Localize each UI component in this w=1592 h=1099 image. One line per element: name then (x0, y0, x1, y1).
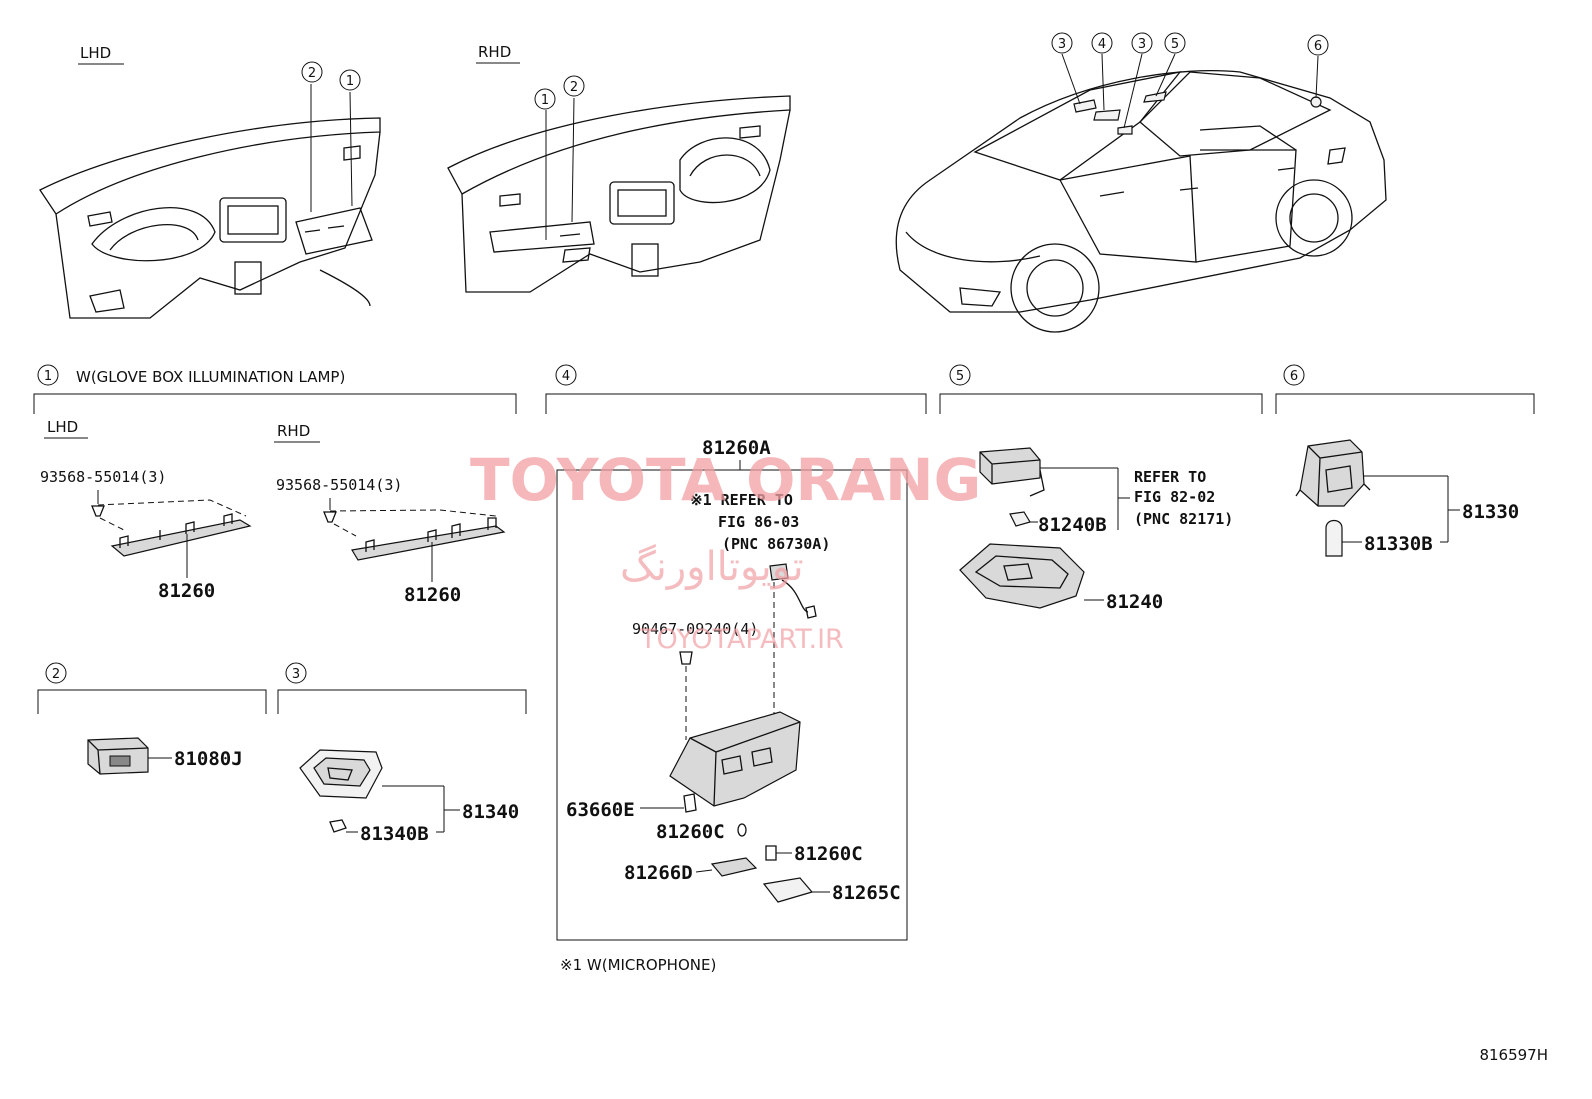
screw-90467-09240: 90467-09240(4) (632, 620, 758, 638)
callout-2-rhd: 2 (563, 75, 585, 97)
watermark-line3: TOYOTAPART.IR (639, 624, 844, 655)
part-81340b: 81340B (360, 823, 429, 845)
footnote-microphone: ※1 W(MICROPHONE) (560, 956, 716, 974)
pad-63660e-icon (683, 793, 697, 813)
section-6-number: 6 (1290, 369, 1298, 384)
section-5-number: 5 (956, 369, 964, 384)
callout-1-lhd: 1 (339, 69, 361, 91)
watermark: TOYOTA ORANG تویوتااورنگ TOYOTAPART.IR (470, 446, 981, 655)
svg-text:1: 1 (541, 93, 549, 108)
section-4-number: 4 (562, 369, 570, 384)
part-81340: 81340 (462, 801, 519, 823)
clip-icon (679, 651, 693, 665)
watermark-line1: TOYOTA ORANG (470, 446, 981, 514)
note-refer-line3: (PNC 86730A) (722, 535, 830, 553)
lhd-view-label: LHD (80, 44, 111, 62)
svg-text:2: 2 (570, 80, 578, 95)
bulb-81340b-icon (329, 819, 347, 833)
cover-81265c (762, 877, 814, 903)
assembly-box-81260a (556, 469, 908, 941)
section-6: 6 81330 81330B (1275, 364, 1535, 557)
rhd-view-label: RHD (478, 43, 511, 61)
callout-1-rhd: 1 (534, 88, 556, 110)
callout-2-lhd: 2 (301, 61, 323, 83)
watermark-line2: تویوتااورنگ (620, 544, 804, 590)
part-63660e: 63660E (566, 799, 635, 821)
bulb-81260c-a-icon (737, 823, 747, 837)
overhead-console-81260a (669, 711, 801, 807)
trunk-lamp-81330 (1299, 439, 1365, 507)
screw-icon-rhd (323, 511, 337, 523)
section-5: 5 REFER TO FIG 82-02 (PNC 82171) 81240B … (939, 364, 1263, 613)
callout-3-car-b: 3 (1131, 32, 1153, 54)
part-81260-lhd: 81260 (158, 580, 215, 602)
refer-fig-line3: (PNC 82171) (1134, 510, 1233, 528)
section-1-title: W(GLOVE BOX ILLUMINATION LAMP) (76, 368, 345, 386)
part-81266d: 81266D (624, 862, 693, 884)
part-81260-rhd: 81260 (404, 584, 461, 606)
svg-text:6: 6 (1314, 39, 1322, 54)
part-81260a: 81260A (702, 437, 771, 459)
bulb-81330b-icon (1325, 519, 1343, 557)
dome-lamp-81240 (959, 543, 1085, 609)
bulb-81240b-icon (1009, 511, 1031, 527)
part-81260c-a: 81260C (656, 821, 725, 843)
section-2: 2 81080J (37, 662, 267, 775)
car-illustration: 3 4 3 5 6 (895, 32, 1387, 333)
section-1-lhd-label: LHD (47, 418, 78, 436)
note-refer-line2: FIG 86-03 (718, 513, 799, 531)
callout-5-car: 5 (1164, 32, 1186, 54)
section-4: 4 81260A ※1 REFER TO FIG 86-03 (PNC 8673… (545, 364, 927, 974)
section-3-number: 3 (292, 667, 300, 682)
dashboard-lhd-illustration: LHD 2 1 (39, 44, 381, 319)
note-refer-line1: ※1 REFER TO (690, 491, 793, 509)
section-3: 3 81340 81340B (277, 662, 527, 845)
callout-3-car-a: 3 (1051, 32, 1073, 54)
part-81330b: 81330B (1364, 533, 1433, 555)
part-81080j: 81080J (174, 748, 243, 770)
section-1-glove-box-lamp: 1 W(GLOVE BOX ILLUMINATION LAMP) LHD RHD… (33, 364, 517, 606)
svg-text:3: 3 (1138, 37, 1146, 52)
lamp-81260-lhd (110, 519, 252, 557)
callout-6-car: 6 (1307, 34, 1329, 56)
part-81260c-b: 81260C (794, 843, 863, 865)
part-81330: 81330 (1462, 501, 1519, 523)
part-81265c: 81265C (832, 882, 901, 904)
part-81240b: 81240B (1038, 514, 1107, 536)
section-1-rhd-label: RHD (277, 422, 310, 440)
screw-93568-55014-rhd: 93568-55014(3) (276, 476, 402, 494)
microphone-connector (769, 563, 789, 581)
module-82171-refer (979, 447, 1041, 485)
svg-text:2: 2 (308, 66, 316, 81)
svg-text:4: 4 (1098, 37, 1106, 52)
screw-icon-lhd (91, 505, 105, 517)
refer-fig-line1: REFER TO (1134, 468, 1206, 486)
lamp-81260-rhd (351, 525, 506, 561)
svg-text:5: 5 (1171, 37, 1179, 52)
dashboard-rhd-illustration: RHD 1 2 (447, 43, 791, 293)
svg-text:3: 3 (1058, 37, 1066, 52)
part-81240: 81240 (1106, 591, 1163, 613)
svg-text:1: 1 (346, 74, 354, 89)
callout-4-car: 4 (1091, 32, 1113, 54)
screw-93568-55014-lhd: 93568-55014(3) (40, 468, 166, 486)
lens-81266d (710, 857, 758, 877)
figure-code: 816597H (1479, 1046, 1548, 1064)
section-1-number: 1 (44, 369, 52, 384)
refer-fig-line2: FIG 82-02 (1134, 488, 1215, 506)
bulb-81260c-b-icon (765, 845, 777, 861)
section-2-number: 2 (52, 667, 60, 682)
